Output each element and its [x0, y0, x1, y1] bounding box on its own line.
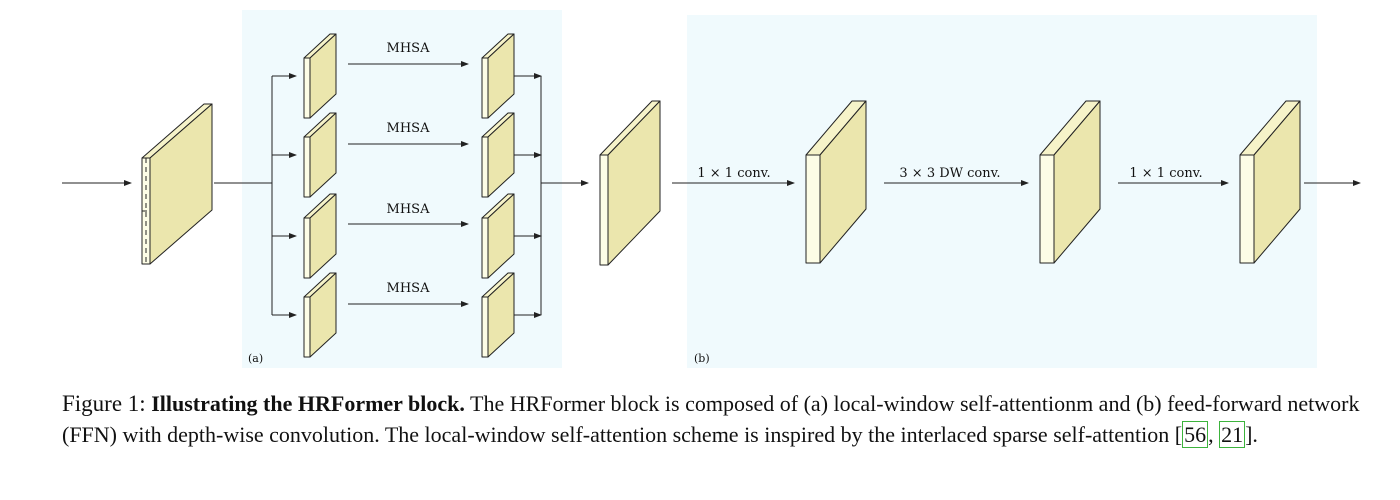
flow-arrows	[62, 61, 1361, 318]
conv1x1-label-2: 1 × 1 conv.	[1129, 166, 1202, 181]
conv1x1-label-1: 1 × 1 conv.	[697, 166, 770, 181]
hrformer-diagram: (a) (b) MHSA MHSA MHSA MHSA 1 × 1 conv. …	[62, 10, 1361, 368]
mhsa-label-3: MHSA	[387, 202, 431, 217]
mhsa-label-1: MHSA	[387, 41, 431, 56]
caption-end: ].	[1245, 422, 1258, 447]
panel-b-background	[687, 15, 1317, 368]
feature-maps	[141, 33, 1301, 358]
panel-b-tag: (b)	[694, 352, 710, 365]
conv1-output-map	[805, 100, 867, 264]
citation-separator: ,	[1208, 422, 1220, 447]
mhsa-label-4: MHSA	[387, 281, 431, 296]
figure-caption: Figure 1: Illustrating the HRFormer bloc…	[62, 388, 1362, 450]
citation-link-56[interactable]: 56	[1182, 421, 1209, 448]
window-feature-3	[303, 193, 337, 279]
attended-window-3	[481, 193, 515, 279]
input-feature-map	[141, 103, 213, 265]
figure-number: Figure 1:	[62, 391, 146, 416]
dw-conv-label: 3 × 3 DW conv.	[899, 166, 1000, 181]
dw-conv-output-map	[1039, 100, 1101, 264]
attended-window-4	[481, 272, 515, 358]
caption-body: The HRFormer block is composed of (a) lo…	[62, 391, 1360, 447]
panel-a-tag: (a)	[248, 352, 263, 365]
mhsa-label-2: MHSA	[387, 121, 431, 136]
attended-window-2	[481, 112, 515, 198]
citation-link-21[interactable]: 21	[1219, 421, 1246, 448]
window-feature-2	[303, 112, 337, 198]
window-feature-4	[303, 272, 337, 358]
caption-title: Illustrating the HRFormer block.	[151, 391, 465, 416]
attended-window-1	[481, 33, 515, 119]
ffn-output-map	[1239, 100, 1301, 264]
window-feature-1	[303, 33, 337, 119]
merged-feature-map	[599, 100, 661, 266]
